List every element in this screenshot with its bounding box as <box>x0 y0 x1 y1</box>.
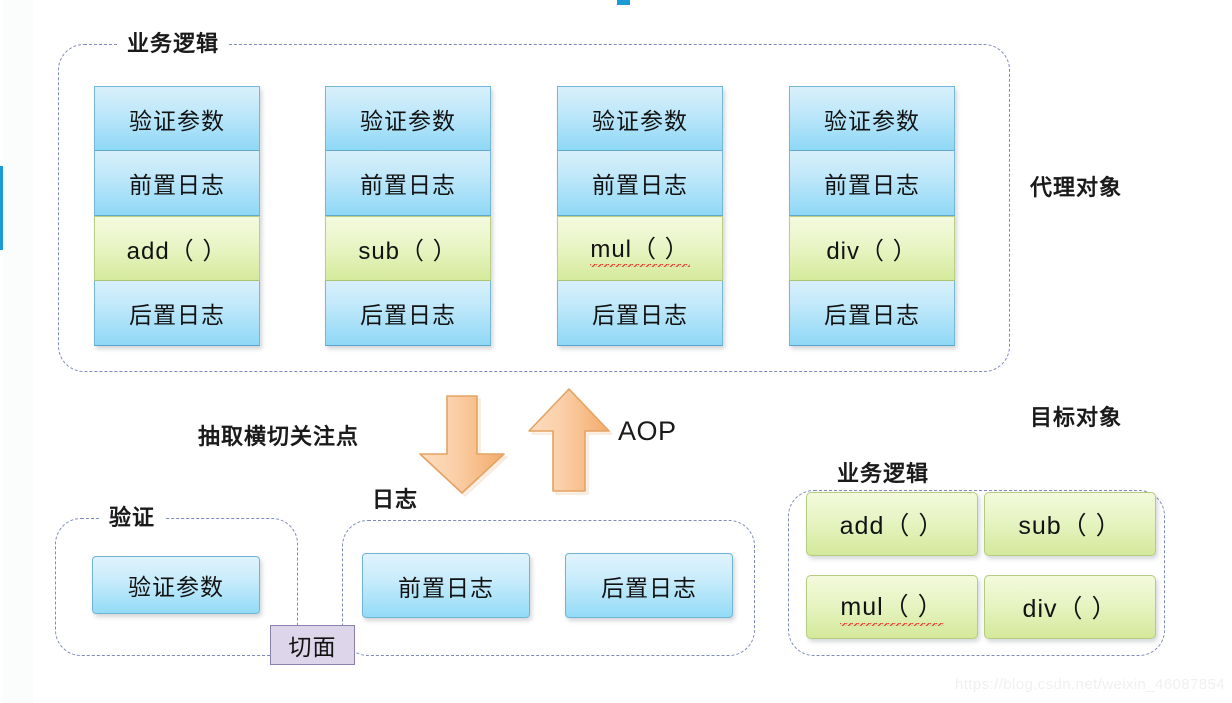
log-group <box>342 520 755 656</box>
target-method-mul: mul（ ） <box>806 575 978 639</box>
log-group-label: 日志 <box>363 489 428 511</box>
aop-label: AOP <box>618 416 677 446</box>
cell-text: 验证参数 <box>129 107 225 134</box>
cell-text: 验证参数 <box>360 107 456 134</box>
up-arrow <box>525 385 613 497</box>
cell-text: 前置日志 <box>129 172 225 198</box>
proxy-cell-before-log: 前置日志 <box>557 151 723 216</box>
cell-text: 后置日志 <box>824 302 920 328</box>
top-edge-blue-artifact <box>617 0 630 5</box>
down-arrow <box>414 392 510 498</box>
proxy-stack-div: 验证参数 前置日志 div（ ） 后置日志 <box>789 86 955 346</box>
proxy-cell-before-log: 前置日志 <box>789 151 955 216</box>
target-group-label: 业务逻辑 <box>828 463 939 485</box>
method-text: mul（ ） <box>840 586 944 628</box>
proxy-group-label: 业务逻辑 <box>118 33 229 55</box>
proxy-cell-after-log: 后置日志 <box>94 281 260 346</box>
proxy-stack-mul: 验证参数 前置日志 mul（ ） 后置日志 <box>557 86 723 346</box>
target-method-sub: sub（ ） <box>984 492 1156 556</box>
proxy-stack-sub: 验证参数 前置日志 sub（ ） 后置日志 <box>325 86 491 346</box>
proxy-cell-validate: 验证参数 <box>94 86 260 151</box>
proxy-cell-after-log: 后置日志 <box>325 281 491 346</box>
proxy-cell-after-log: 后置日志 <box>557 281 723 346</box>
cell-text: 前置日志 <box>360 172 456 198</box>
cell-text: 后置日志 <box>129 302 225 328</box>
proxy-cell-method: div（ ） <box>789 216 955 281</box>
box-text: 后置日志 <box>601 574 697 601</box>
cell-text: 验证参数 <box>824 107 920 134</box>
target-method-div: div（ ） <box>984 575 1156 639</box>
proxy-cell-method: add（ ） <box>94 216 260 281</box>
validation-box-validate-params: 验证参数 <box>92 556 260 614</box>
box-text: 验证参数 <box>128 574 224 600</box>
proxy-business-logic-group <box>58 44 1010 372</box>
log-box-after: 后置日志 <box>565 553 733 618</box>
method-text: sub（ ） <box>1018 512 1122 540</box>
extract-crosscutting-label: 抽取横切关注点 <box>198 424 360 449</box>
log-box-before: 前置日志 <box>362 553 530 618</box>
target-object-label: 目标对象 <box>1030 405 1123 430</box>
validation-group-label: 验证 <box>100 507 165 529</box>
cell-text: sub（ ） <box>358 238 458 265</box>
proxy-cell-validate: 验证参数 <box>325 86 491 151</box>
method-text: div（ ） <box>1022 595 1118 623</box>
proxy-object-label: 代理对象 <box>1030 175 1123 200</box>
proxy-cell-validate: 验证参数 <box>557 86 723 151</box>
cell-text: 后置日志 <box>592 302 688 328</box>
target-business-logic-group <box>788 490 1165 656</box>
proxy-cell-validate: 验证参数 <box>789 86 955 151</box>
target-method-add: add（ ） <box>806 492 978 556</box>
csdn-watermark: https://blog.csdn.net/weixin_46087854 <box>955 676 1225 693</box>
cell-text: div（ ） <box>826 238 918 265</box>
proxy-cell-before-log: 前置日志 <box>325 151 491 216</box>
method-text: add（ ） <box>839 512 945 540</box>
aspect-tag-label: 切面 <box>288 634 337 660</box>
cell-text: 验证参数 <box>592 107 688 134</box>
left-edge-blue-artifact <box>0 166 3 250</box>
proxy-cell-after-log: 后置日志 <box>789 281 955 346</box>
cell-text: 前置日志 <box>824 172 920 198</box>
cell-text: 后置日志 <box>360 302 456 328</box>
proxy-cell-method: sub（ ） <box>325 216 491 281</box>
proxy-cell-before-log: 前置日志 <box>94 151 260 216</box>
validation-group <box>55 518 298 656</box>
cell-text: add（ ） <box>126 238 228 265</box>
aspect-tag: 切面 <box>270 625 355 665</box>
box-text: 前置日志 <box>398 574 494 601</box>
proxy-stack-add: 验证参数 前置日志 add（ ） 后置日志 <box>94 86 260 346</box>
cell-text: mul（ ） <box>590 228 690 269</box>
cell-text: 前置日志 <box>592 172 688 198</box>
proxy-cell-method: mul（ ） <box>557 216 723 281</box>
edge-wash-artifact <box>3 0 33 703</box>
